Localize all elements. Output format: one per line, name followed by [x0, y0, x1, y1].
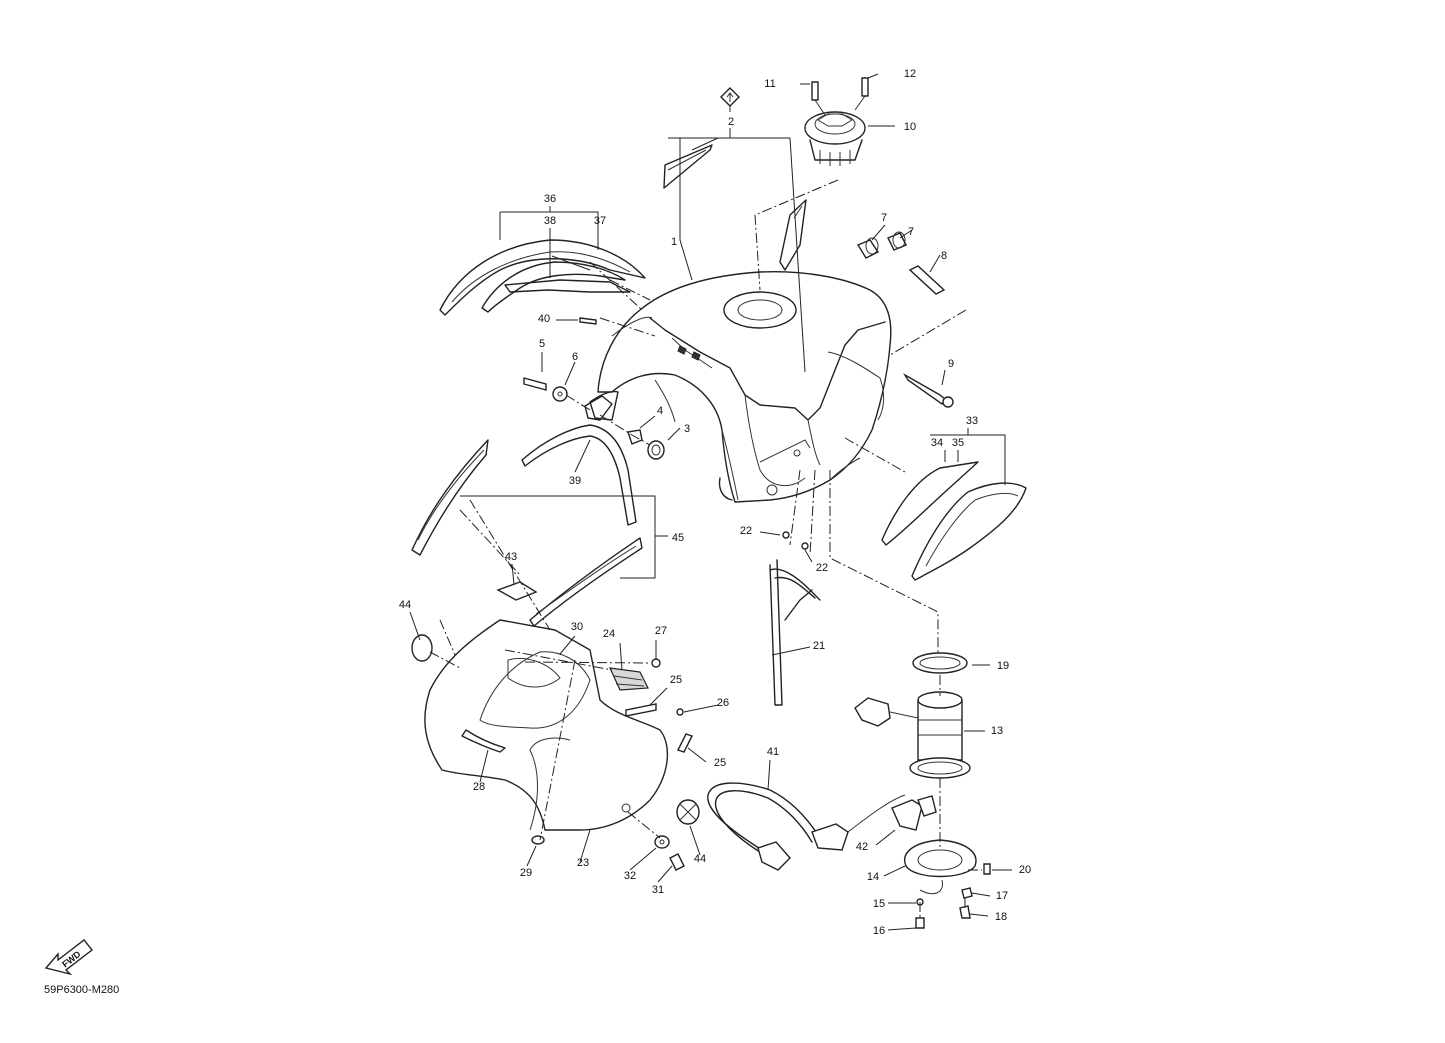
callout-32: 32	[624, 870, 636, 882]
callout-numbers: 1 2 3 4 5 6 7 7 8 9 10 11 12 13 14 15 16…	[399, 68, 1031, 937]
callout-27: 27	[655, 625, 667, 637]
tank-damper-parts	[856, 231, 954, 408]
callout-22a: 22	[740, 525, 752, 537]
callout-17: 17	[996, 890, 1008, 902]
leader-lines	[409, 73, 1012, 931]
callout-11: 11	[764, 78, 775, 90]
fuel-pump	[854, 652, 991, 929]
callout-29: 29	[520, 867, 532, 879]
callout-24: 24	[603, 628, 615, 640]
callout-8: 8	[941, 250, 947, 262]
callout-25a: 25	[670, 674, 682, 686]
forward-arrow-icon: FWD	[44, 939, 93, 976]
right-side-decals	[881, 461, 1027, 581]
callout-42: 42	[856, 841, 868, 853]
side-cover-stripes	[411, 439, 643, 662]
callout-28: 28	[473, 781, 485, 793]
callout-19: 19	[997, 660, 1009, 672]
callout-37: 37	[594, 215, 606, 227]
callout-33: 33	[966, 415, 978, 427]
small-fasteners	[531, 658, 700, 871]
callout-12: 12	[904, 68, 916, 80]
callout-9: 9	[948, 358, 954, 370]
tank-stripe-decals	[663, 144, 807, 271]
callout-14: 14	[867, 871, 879, 883]
callout-15: 15	[873, 898, 885, 910]
callout-18: 18	[995, 911, 1007, 923]
callout-38: 38	[544, 215, 556, 227]
figure-code: 59P6300-M280	[44, 984, 120, 996]
callout-41: 41	[767, 746, 779, 758]
callout-40: 40	[538, 313, 550, 325]
callout-30: 30	[571, 621, 583, 633]
callout-35: 35	[952, 437, 964, 449]
callout-45: 45	[672, 532, 684, 544]
callout-3: 3	[684, 423, 690, 435]
callout-10: 10	[904, 121, 916, 133]
callout-5: 5	[539, 338, 545, 350]
callout-22b: 22	[816, 562, 828, 574]
fuel-hose	[707, 782, 937, 871]
callout-1: 1	[671, 236, 677, 248]
callout-7b: 7	[908, 226, 914, 238]
callout-44a: 44	[399, 599, 411, 611]
callout-25b: 25	[714, 757, 726, 769]
callout-13: 13	[991, 725, 1003, 737]
callout-34: 34	[931, 437, 943, 449]
fuel-tank	[589, 270, 892, 503]
note-symbol	[720, 87, 740, 107]
callout-2: 2	[728, 116, 734, 128]
callout-31: 31	[652, 884, 664, 896]
callout-4: 4	[657, 405, 663, 417]
callout-16: 16	[873, 925, 885, 937]
callout-39: 39	[569, 475, 581, 487]
callout-26: 26	[717, 697, 729, 709]
callout-23: 23	[577, 857, 589, 869]
callout-20: 20	[1019, 864, 1031, 876]
callout-7a: 7	[881, 212, 887, 224]
callout-6: 6	[572, 351, 578, 363]
callout-43: 43	[505, 551, 517, 563]
left-side-decals	[439, 239, 646, 316]
fuel-cap	[804, 77, 869, 166]
drain-hose	[769, 531, 821, 706]
side-cover	[424, 619, 669, 831]
callout-36: 36	[544, 193, 556, 205]
callout-44b: 44	[694, 853, 706, 865]
callout-21: 21	[813, 640, 825, 652]
